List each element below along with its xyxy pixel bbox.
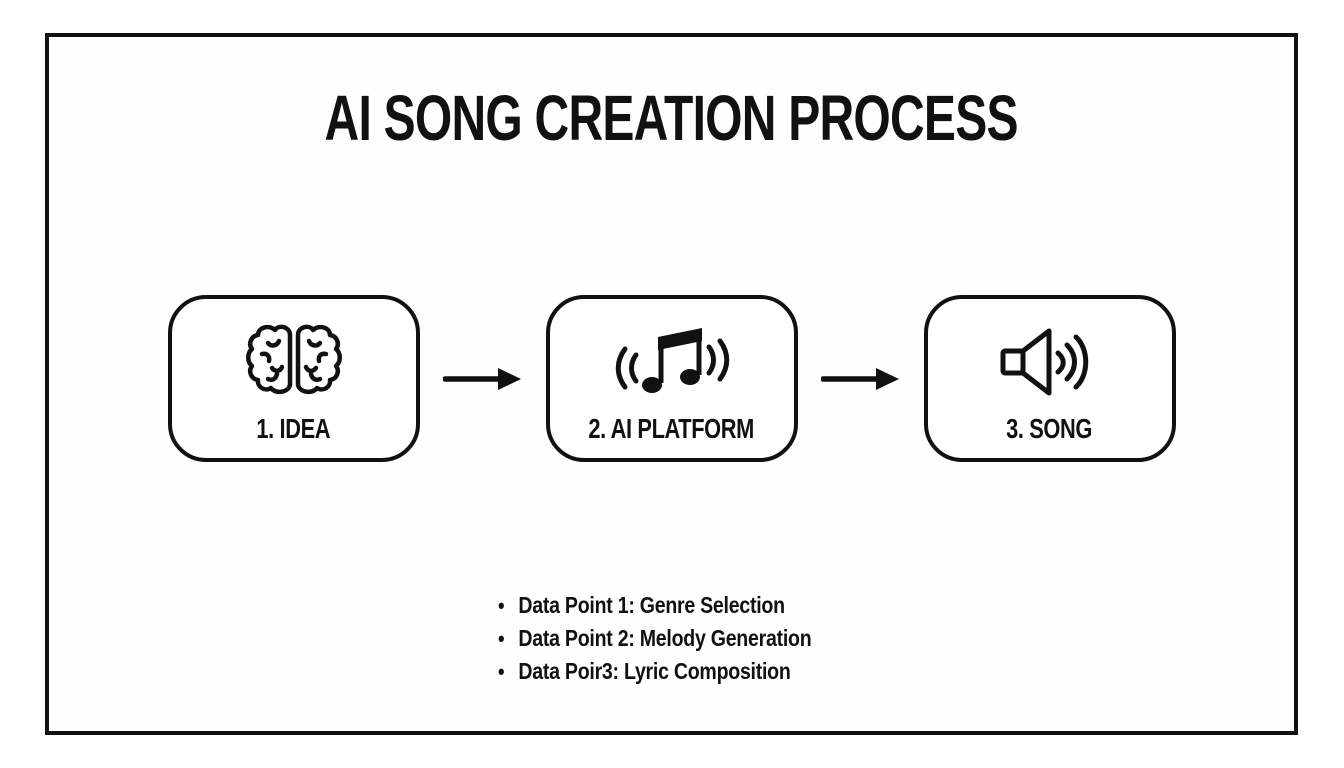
step-box-ai-platform: 2. AI PLATFORM: [545, 295, 798, 462]
list-item: • Data Point 2: Melody Generation: [498, 622, 812, 655]
step-label-ai-platform: 2. AI PLATFORM: [588, 413, 755, 444]
note-text: Data Point 2: Melody Generation: [518, 625, 812, 651]
list-item: • Data Poir3: Lyric Composition: [498, 655, 811, 688]
diagram-frame: AI SONG CREATION PROCESS: [45, 33, 1298, 735]
title-wrap: AI SONG CREATION PROCESS: [49, 81, 1294, 155]
list-item: • Data Point 1: Genre Selection: [498, 589, 811, 622]
step-label-idea: 1. IDEA: [256, 413, 331, 444]
notes-list: • Data Point 1: Genre Selection • Data P…: [498, 589, 867, 688]
bullet-icon: •: [498, 659, 505, 684]
note-text: Data Point 1: Genre Selection: [518, 592, 785, 618]
arrow-icon: [420, 366, 546, 392]
bullet-icon: •: [498, 626, 505, 651]
process-flow: 1. IDEA: [49, 295, 1294, 462]
music-note-icon: [612, 313, 732, 409]
page-title: AI SONG CREATION PROCESS: [324, 82, 1019, 154]
speaker-icon: [995, 313, 1105, 409]
step-box-idea: 1. IDEA: [167, 295, 420, 462]
arrow-icon: [798, 366, 924, 392]
brain-icon: [245, 313, 342, 409]
bullet-icon: •: [498, 593, 505, 618]
step-box-song: 3. SONG: [923, 295, 1176, 462]
note-text: Data Poir3: Lyric Composition: [518, 658, 791, 684]
step-label-song: 3. SONG: [1006, 413, 1093, 444]
